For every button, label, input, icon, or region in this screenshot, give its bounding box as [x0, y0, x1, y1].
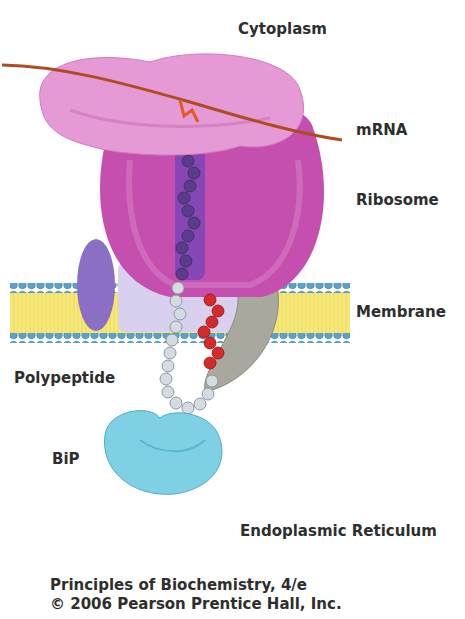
- bip-chaperone: [104, 411, 222, 495]
- source-credit: Principles of Biochemistry, 4/e: [50, 576, 307, 594]
- signal-sequence-beads: [198, 294, 224, 369]
- translocon-left: [77, 239, 115, 331]
- mrna-strand: [2, 65, 342, 140]
- trna-site: [180, 100, 198, 122]
- part-label: BiP: [52, 450, 80, 468]
- part-label: Polypeptide: [14, 369, 115, 387]
- part-label: Cytoplasm: [238, 20, 327, 38]
- part-label: mRNA: [356, 121, 407, 139]
- small-subunit: [40, 54, 304, 155]
- lipid-heads-top: [10, 283, 350, 293]
- lipid-tails: [10, 292, 350, 334]
- part-label: Ribosome: [356, 191, 439, 209]
- part-label: Endoplasmic Reticulum: [240, 522, 437, 540]
- part-label: Membrane: [356, 303, 446, 321]
- polypeptide-beads-er: [160, 282, 218, 414]
- lipid-heads-bottom: [10, 333, 350, 343]
- source-credit: © 2006 Pearson Prentice Hall, Inc.: [50, 595, 342, 613]
